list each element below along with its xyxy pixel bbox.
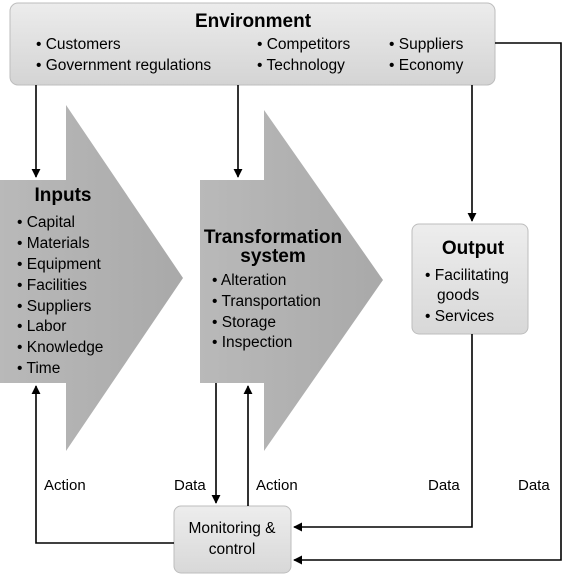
action-label-inputs: Action (44, 477, 86, 494)
output-item-services: • Services (425, 308, 494, 325)
monitoring-label-line2: control (209, 541, 256, 558)
env-item-customers: • Customers (36, 36, 121, 53)
output-box (411, 223, 529, 335)
monitoring-box (173, 505, 292, 574)
inputs-item-suppliers: • Suppliers (17, 298, 92, 315)
env-item-competitors: • Competitors (257, 36, 351, 53)
inputs-item-capital: • Capital (17, 214, 75, 231)
data-label-transformation: Data (174, 477, 206, 494)
output-item-facilitating-goods-line1: • Facilitating (425, 267, 509, 284)
inputs-title: Inputs (35, 185, 92, 206)
transformation-title-line2: system (240, 246, 306, 267)
output-data-line (293, 334, 473, 532)
env-item-technology: • Technology (257, 57, 345, 74)
inputs-item-labor: • Labor (17, 318, 66, 335)
env-item-government-regulations: • Government regulations (36, 57, 211, 74)
inputs-item-time: • Time (17, 360, 60, 377)
output-item-facilitating-goods-line2: goods (437, 287, 479, 304)
inputs-item-equipment: • Equipment (17, 256, 102, 273)
transformation-item-inspection: • Inspection (212, 334, 292, 351)
transformation-item-transportation: • Transportation (212, 293, 321, 310)
inputs-item-facilities: • Facilities (17, 277, 87, 294)
transformation-title-line1: Transformation (204, 227, 342, 248)
env-item-economy: • Economy (389, 57, 464, 74)
inputs-arrow-shape (0, 105, 183, 451)
environment-box (9, 2, 496, 86)
inputs-item-knowledge: • Knowledge (17, 339, 103, 356)
data-label-output: Data (428, 477, 460, 494)
monitoring-label-line1: Monitoring & (188, 520, 276, 537)
environment-title: Environment (195, 11, 312, 32)
inputs-item-materials: • Materials (17, 235, 90, 252)
action-label-transformation: Action (256, 477, 298, 494)
output-title: Output (442, 238, 505, 259)
data-label-environment: Data (518, 477, 550, 494)
transformation-arrow-shape (200, 110, 383, 451)
transformation-item-alteration: • Alteration (212, 272, 286, 289)
env-item-suppliers: • Suppliers (389, 36, 464, 53)
env-data-feedback-line (293, 42, 562, 565)
action-to-inputs-line (31, 385, 174, 544)
transformation-item-storage: • Storage (212, 314, 276, 331)
